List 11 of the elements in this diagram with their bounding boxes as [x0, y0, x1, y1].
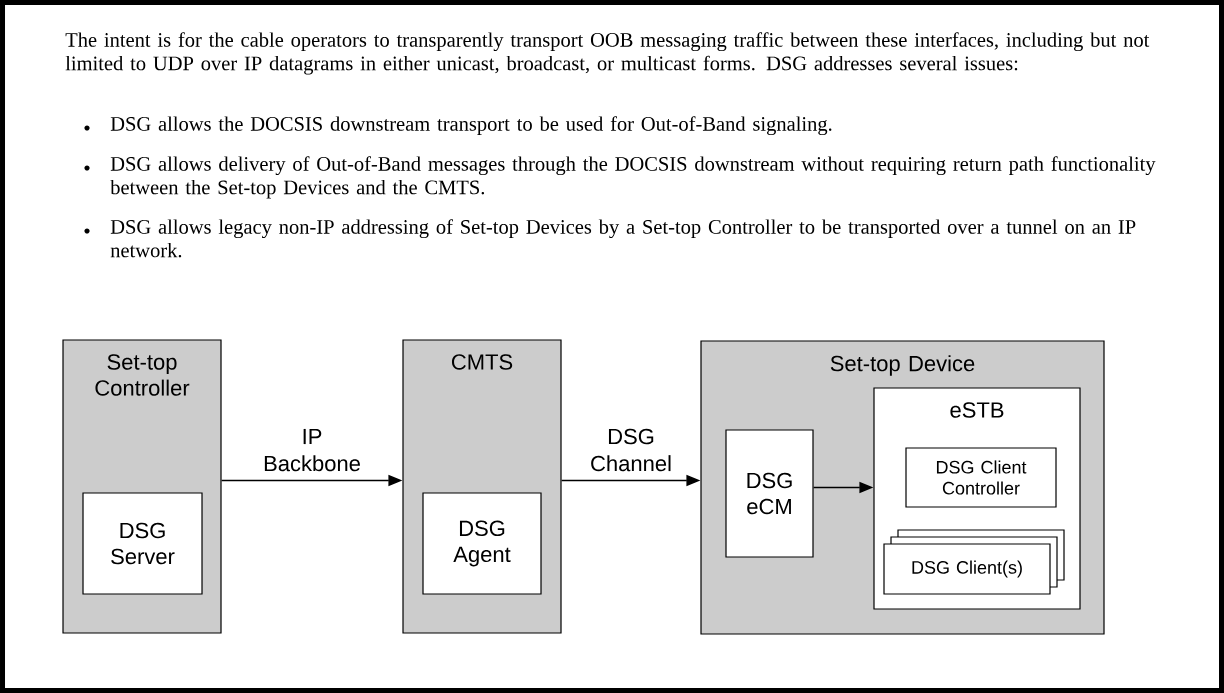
paragraph: DSG allows the DOCSIS downstream transport to be used for Out-of-Band signaling.: [110, 116, 832, 136]
paragraph: DSG allows delivery of Out-of-Band messages through the DOCSIS downstream without requiring return path functionality between the Set-top Devices and the CMTS.: [110, 156, 1156, 199]
process-box: DSG Agent: [422, 492, 542, 595]
paragraph: The intent is for the cable operators to transparently transport OOB messaging traffic between these interfaces, including but not limited to UDP over IP datagrams in either unicast, broadcast, or multicast forms. DSG addresses several issues:: [65, 32, 1150, 75]
process-box: DSG Client Controller: [905, 447, 1057, 508]
edge-label: DSG Channel: [591, 428, 671, 472]
process-box: DSG Server: [82, 492, 203, 595]
edge-label: IP Backbone: [264, 428, 360, 472]
paragraph: DSG allows legacy non-IP addressing of Set-top Devices by a Set-top Controller to be transported over a tunnel on an IP network.: [110, 219, 1136, 258]
stacked-box: DSG Client(s): [883, 529, 1065, 595]
process-box: DSG eCM: [725, 429, 814, 558]
